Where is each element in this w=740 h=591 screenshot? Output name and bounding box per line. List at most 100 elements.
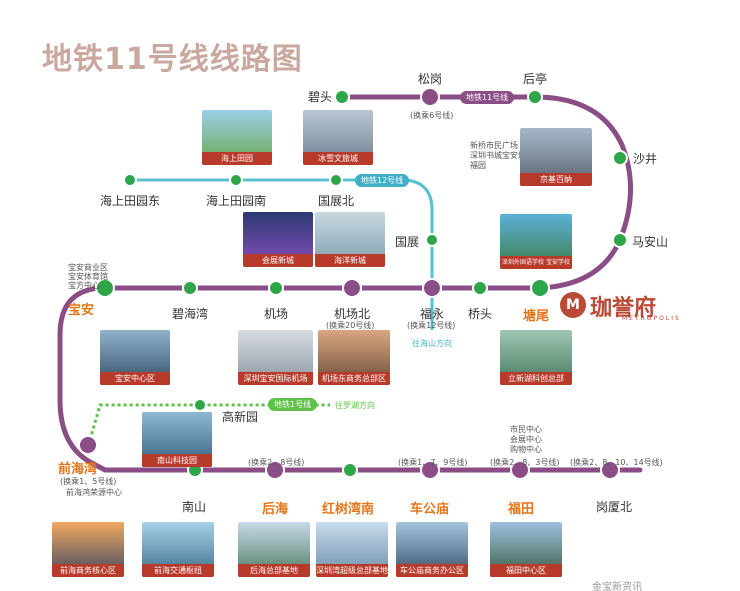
photo-lixin: 立新湖科创总部 bbox=[500, 330, 572, 385]
photo-caption: 后海总部基地 bbox=[238, 564, 310, 577]
station-gangshabei-marker[interactable] bbox=[600, 460, 620, 480]
station-qiaotou-marker[interactable] bbox=[472, 280, 488, 296]
page-title: 地铁11号线线路图 bbox=[42, 42, 303, 77]
station-hongshuwannan-label: 红树湾南 bbox=[322, 502, 375, 517]
station-guozhanbei-label: 国展北 bbox=[318, 194, 355, 208]
line-11-tag: 地铁11号线 bbox=[460, 91, 515, 104]
photo-futianzhongxin: 福田中心区 bbox=[490, 522, 562, 577]
photo-caption: 机场东商务总部区 bbox=[318, 372, 390, 385]
gangshabei-transfer: (换乘2、8、10、14号线) bbox=[570, 458, 663, 467]
line-1-route bbox=[88, 403, 330, 441]
photo-bingxue: 冰雪文旅城 bbox=[303, 110, 373, 165]
station-gaoxinyuan-label: 高新园 bbox=[222, 410, 259, 424]
station-jichang-marker[interactable] bbox=[268, 280, 284, 296]
station-guozhan-marker[interactable] bbox=[425, 233, 439, 247]
station-gaoxinyuan-marker[interactable] bbox=[193, 398, 207, 412]
station-baoan-label: 宝安 bbox=[68, 303, 95, 318]
photo-caption: 立新湖科创总部 bbox=[500, 372, 572, 385]
station-bitou-label: 碧头 bbox=[308, 90, 333, 104]
station-houting-label: 后亭 bbox=[523, 72, 548, 86]
station-qianhaiwan-marker[interactable] bbox=[78, 435, 98, 455]
baoan-note-2: 宝安体育馆 bbox=[68, 272, 108, 281]
station-chegongmiao-label: 车公庙 bbox=[410, 502, 450, 517]
houhai-transfer: (换乘2、8号线) bbox=[248, 458, 305, 467]
station-shajing-marker[interactable] bbox=[612, 150, 628, 166]
songgang-transfer: (换乘6号线) bbox=[410, 111, 454, 120]
station-houhai-marker[interactable] bbox=[265, 460, 285, 480]
station-nanshan-label: 南山 bbox=[182, 500, 207, 514]
photo-caption: 前海商务核心区 bbox=[52, 564, 124, 577]
photo-caption: 深圳宝安国际机场 bbox=[238, 372, 313, 385]
station-bihaiwan-marker[interactable] bbox=[182, 280, 198, 296]
photo-qianhaijiaotong: 前海交通枢纽 bbox=[142, 522, 214, 577]
station-haishangtianyuannan-label: 海上田园南 bbox=[206, 194, 267, 208]
station-haishangtianyuandong-marker[interactable] bbox=[123, 173, 137, 187]
station-qianhaiwan-label: 前海湾 bbox=[58, 462, 98, 477]
station-fuyong-label: 福永 bbox=[420, 307, 445, 321]
photo-chegongmiao: 车公庙商务办公区 bbox=[396, 522, 468, 577]
futian-note-1: 市民中心 bbox=[510, 425, 542, 434]
chegongmiao-transfer: (换乘1、7、9号线) bbox=[398, 458, 468, 467]
station-jichangbei-label: 机场北 bbox=[334, 307, 371, 321]
station-bitou-marker[interactable] bbox=[334, 89, 350, 105]
photo-caption: 前海交通枢纽 bbox=[142, 564, 214, 577]
station-guozhan-label: 国展 bbox=[395, 235, 420, 249]
station-hongshuwannan-marker[interactable] bbox=[342, 462, 358, 478]
station-haishangtianyuannan-marker[interactable] bbox=[229, 173, 243, 187]
luohu-direction: 往罗湖方向 bbox=[335, 401, 375, 410]
station-qiaotou-label: 桥头 bbox=[468, 307, 493, 321]
station-guozhanbei-marker[interactable] bbox=[329, 173, 343, 187]
station-jichangbei-marker[interactable] bbox=[342, 278, 362, 298]
station-baoan-marker[interactable] bbox=[95, 278, 115, 298]
station-futian-marker[interactable] bbox=[510, 460, 530, 480]
fuyong-transfer: (换乘12号线) bbox=[407, 321, 456, 330]
futian-transfer: (换乘2、8、3号线) bbox=[490, 458, 560, 467]
station-gangshabei-label: 岗厦北 bbox=[596, 500, 633, 514]
brand-subtitle: METROPOLIS bbox=[622, 315, 681, 322]
station-songgang-label: 松岗 bbox=[418, 72, 443, 86]
station-jichang-label: 机场 bbox=[264, 307, 289, 321]
qianhai-note: 前海鸿荣源中心 bbox=[66, 488, 122, 497]
photo-caption: 京基百纳 bbox=[520, 173, 592, 186]
photo-caption: 南山科技园 bbox=[142, 454, 212, 467]
photo-qianhaishangwu: 前海商务核心区 bbox=[52, 522, 124, 577]
photo-caption: 深圳湾超级总部基地 bbox=[316, 564, 388, 577]
station-songgang-marker[interactable] bbox=[420, 87, 440, 107]
line-1-tag: 地铁1号线 bbox=[268, 398, 318, 411]
photo-jichang: 深圳宝安国际机场 bbox=[238, 330, 313, 385]
station-bihaiwan-label: 碧海湾 bbox=[172, 307, 209, 321]
station-tangwei-marker[interactable] bbox=[530, 278, 550, 298]
photo-jingji: 京基百纳 bbox=[520, 128, 592, 186]
jichangbei-transfer: (换乘20号线) bbox=[326, 321, 375, 330]
station-maanshan-marker[interactable] bbox=[612, 232, 628, 248]
photo-caption: 宝安中心区 bbox=[100, 372, 170, 385]
brand-mark-icon: M bbox=[560, 292, 586, 318]
station-tangwei-label: 塘尾 bbox=[523, 309, 550, 324]
photo-haiyang: 海洋新城 bbox=[315, 212, 385, 267]
futian-note-3: 购物中心 bbox=[510, 445, 542, 454]
station-houhai-label: 后海 bbox=[262, 502, 289, 517]
baoan-note-3: 宝方中心 bbox=[68, 281, 100, 290]
baoan-note-1: 宝安商业区 bbox=[68, 263, 108, 272]
photo-caption: 海上田园 bbox=[202, 152, 272, 165]
photo-caption: 车公庙商务办公区 bbox=[396, 564, 468, 577]
photo-caption: 会展新城 bbox=[243, 254, 313, 267]
photo-jichangdong: 机场东商务总部区 bbox=[318, 330, 390, 385]
line-11-route bbox=[57, 94, 643, 473]
watermark-text: 金宝新资讯 bbox=[592, 582, 642, 591]
station-houting-marker[interactable] bbox=[527, 89, 543, 105]
yiyong-direction: 往海山方向 bbox=[412, 339, 452, 348]
line-12-tag: 地铁12号线 bbox=[355, 174, 410, 187]
photo-caption: 海洋新城 bbox=[315, 254, 385, 267]
shajing-note-1: 新桥市民广场 bbox=[470, 141, 518, 150]
station-chegongmiao-marker[interactable] bbox=[420, 460, 440, 480]
station-fuyong-marker[interactable] bbox=[422, 278, 442, 298]
photo-guojixuexiao: 深圳外国语学校 宝安学校 bbox=[500, 214, 572, 269]
photo-baoanzhongxin: 宝安中心区 bbox=[100, 330, 170, 385]
shajing-note-3: 福园 bbox=[470, 161, 486, 170]
futian-note-2: 会展中心 bbox=[510, 435, 542, 444]
photo-huizhan: 会展新城 bbox=[243, 212, 313, 267]
station-maanshan-label: 马安山 bbox=[632, 235, 669, 249]
